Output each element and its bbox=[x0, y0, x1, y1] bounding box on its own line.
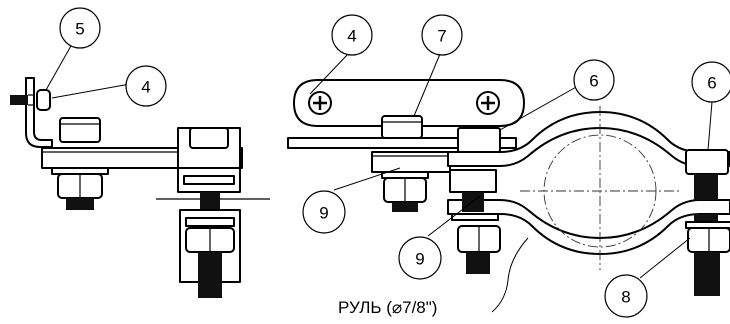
right-spacer bbox=[685, 149, 729, 175]
callout-6-left-label: 6 bbox=[589, 72, 598, 91]
side-spacer bbox=[457, 127, 501, 153]
callout-6-right-label: 6 bbox=[707, 74, 716, 93]
plate-screw-left bbox=[308, 91, 332, 115]
callout-8: 8 bbox=[604, 274, 648, 318]
right-assembly bbox=[287, 79, 730, 296]
callout-4-right-label: 4 bbox=[347, 27, 356, 46]
callout-5-label: 5 bbox=[75, 20, 84, 39]
mounting-plate bbox=[293, 79, 525, 127]
callout-6-right: 6 bbox=[691, 61, 730, 103]
plate-screw-right bbox=[476, 91, 500, 115]
caption-leader bbox=[491, 237, 529, 313]
leader-lines bbox=[45, 43, 713, 313]
center-washer bbox=[371, 151, 451, 173]
bracket-bolt-thread bbox=[10, 95, 28, 105]
callout-7-label: 7 bbox=[437, 27, 446, 46]
callout-4-right: 4 bbox=[331, 14, 373, 56]
callout-4-left-label: 4 bbox=[141, 78, 150, 97]
callout-5: 5 bbox=[59, 7, 101, 49]
callout-7: 7 bbox=[421, 14, 463, 56]
callout-6-left: 6 bbox=[573, 59, 615, 101]
bracket-bolt-head bbox=[36, 89, 51, 111]
center-spacer bbox=[381, 115, 423, 139]
handlebar-caption: РУЛЬ (⌀7/8") bbox=[338, 298, 438, 317]
left-thread bbox=[66, 198, 94, 210]
clamp-band-lower bbox=[447, 199, 730, 255]
callout-9-upper-label: 9 bbox=[319, 204, 328, 223]
callout-9-upper: 9 bbox=[302, 190, 346, 234]
callout-8-label: 8 bbox=[621, 288, 630, 307]
left-spacer bbox=[59, 117, 101, 143]
callout-4-left: 4 bbox=[125, 65, 167, 107]
left-bottom-thread bbox=[198, 252, 222, 298]
clamp-band-upper bbox=[447, 111, 730, 167]
callout-9-lower-label: 9 bbox=[415, 250, 424, 269]
callout-9-lower: 9 bbox=[398, 236, 442, 280]
left-assembly bbox=[10, 77, 270, 298]
l-bracket bbox=[25, 77, 53, 148]
